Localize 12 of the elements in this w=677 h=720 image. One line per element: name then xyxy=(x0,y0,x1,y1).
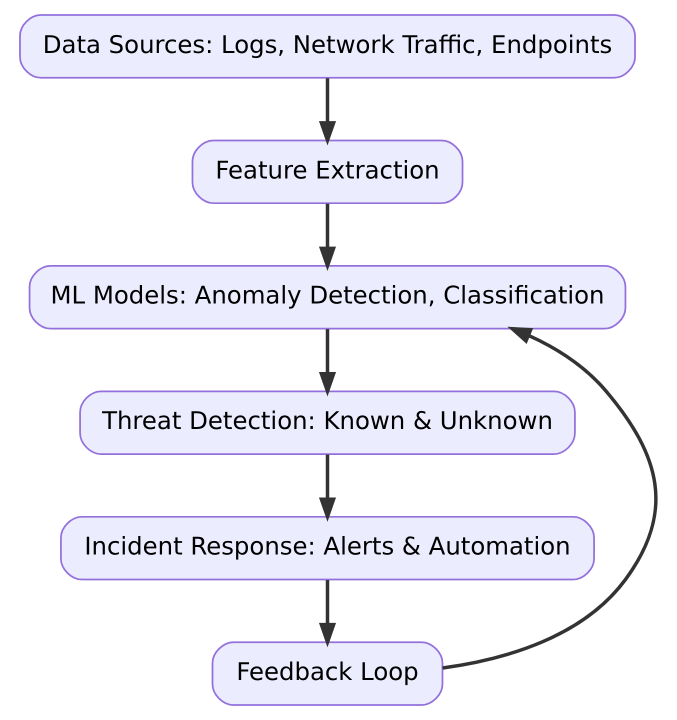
node-box: ML Models: Anomaly Detection, Classification xyxy=(28,265,626,330)
node-box: Feedback Loop xyxy=(212,641,444,706)
arrow xyxy=(442,326,658,670)
node-box: Feature Extraction xyxy=(192,140,464,204)
node-box: Incident Response: Alerts & Automation xyxy=(60,516,595,580)
arrow xyxy=(318,580,336,648)
node-box: Data Sources: Logs, Network Traffic, Endpoints xyxy=(19,14,636,79)
arrow xyxy=(318,204,336,272)
node-box: Threat Detection: Known & Unknown xyxy=(79,390,576,455)
arrow xyxy=(318,78,336,146)
arrow xyxy=(318,329,336,396)
arrow xyxy=(318,454,336,522)
